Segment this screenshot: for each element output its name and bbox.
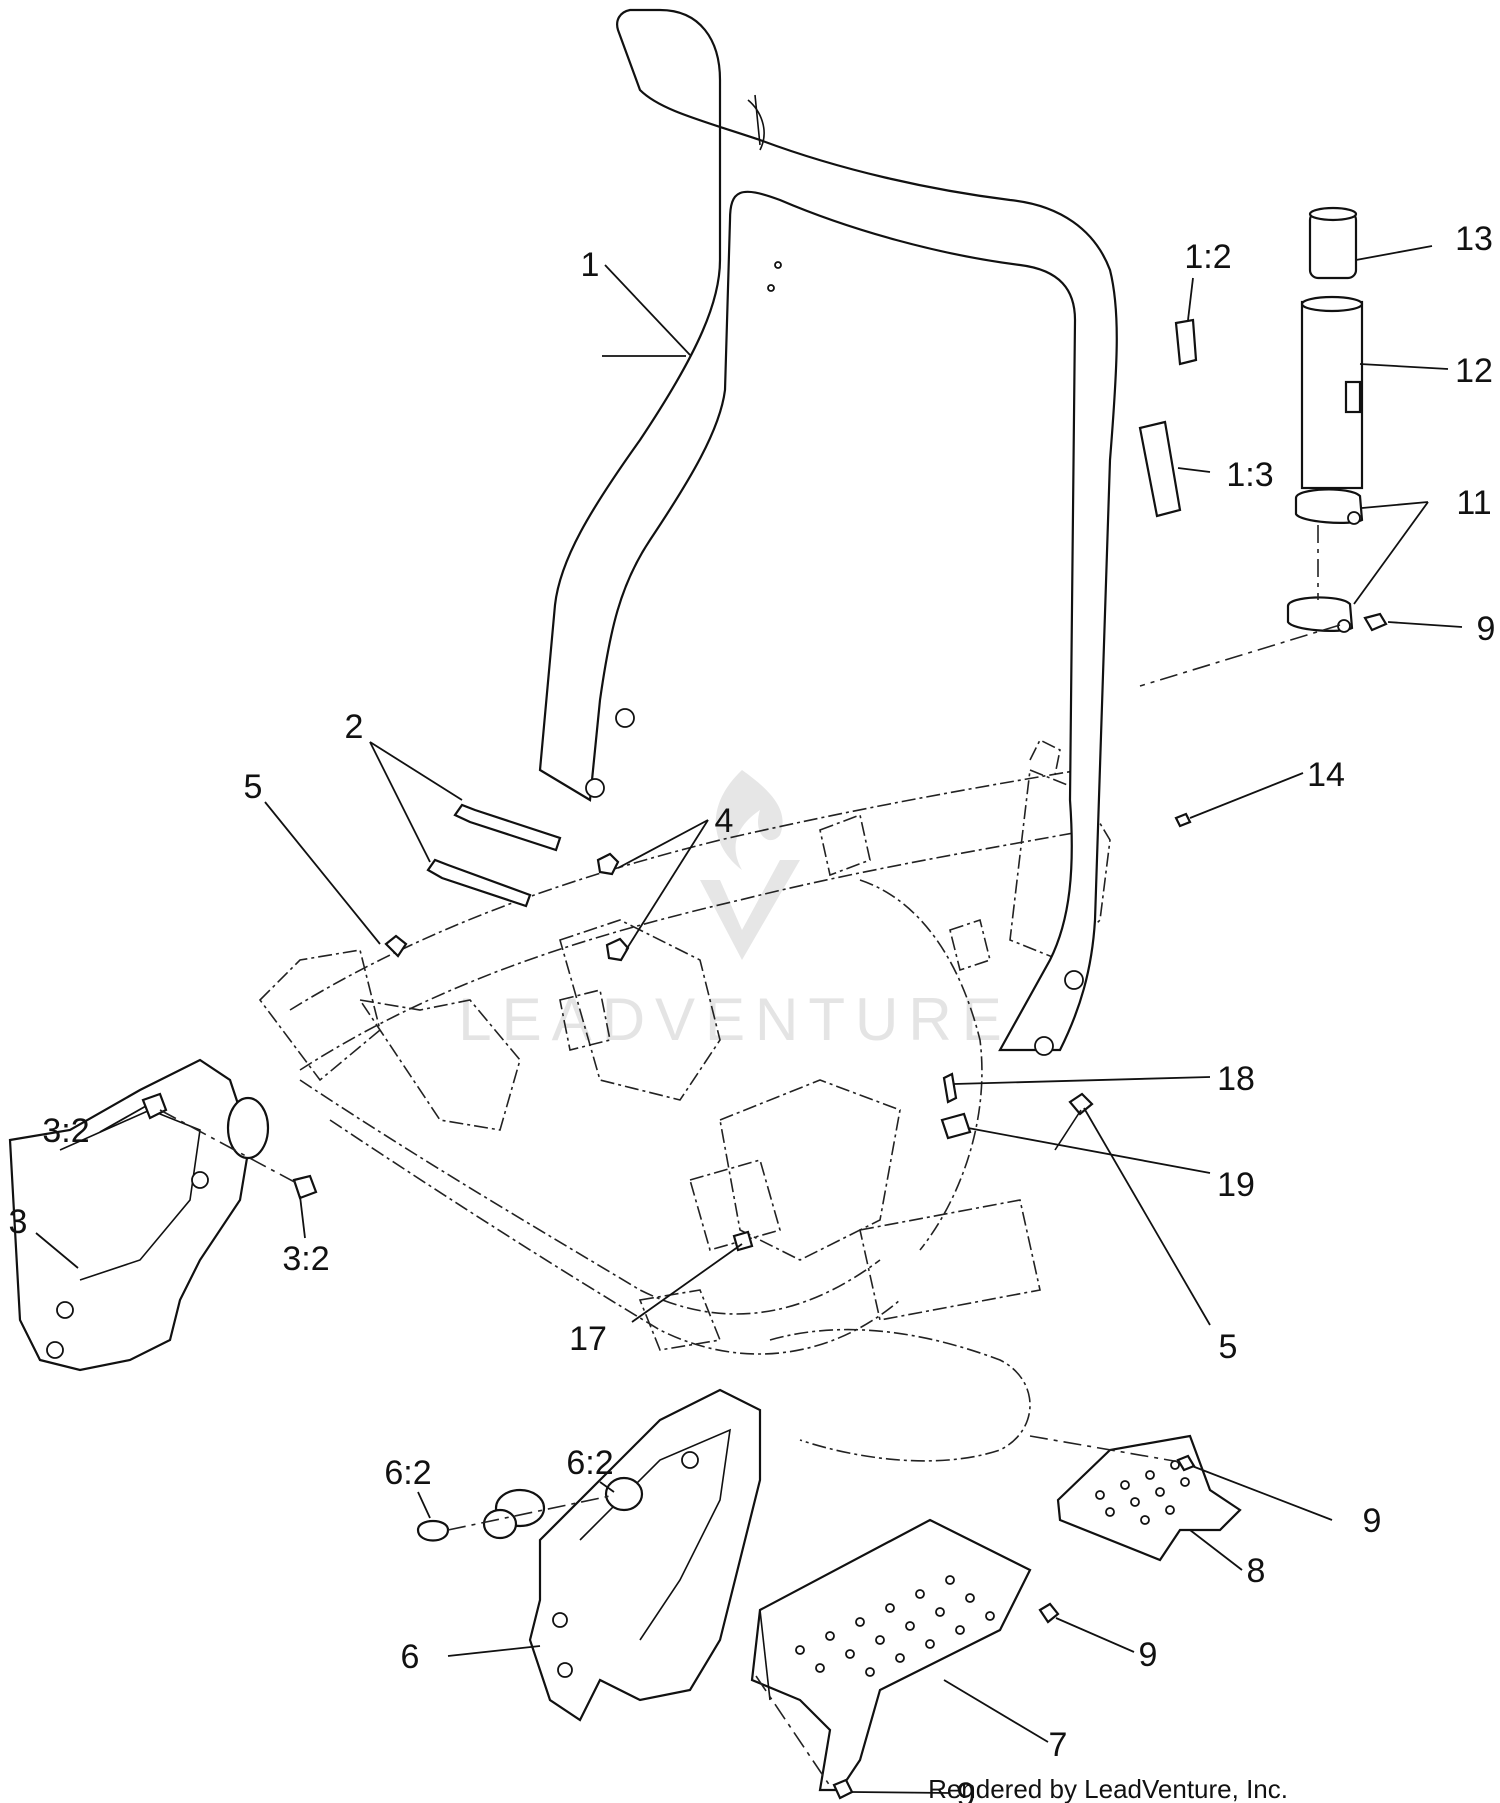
callout-9-bottom: 9 bbox=[957, 1776, 976, 1803]
watermark: LEADVENTURE bbox=[458, 770, 1011, 1053]
callout-6: 6 bbox=[401, 1638, 420, 1676]
screw-9-plate7 bbox=[1038, 1602, 1060, 1624]
callout-12: 12 bbox=[1455, 352, 1493, 390]
callout-3-2-lower: 3:2 bbox=[282, 1240, 329, 1278]
decal-1-3 bbox=[1138, 420, 1182, 518]
watermark-text: LEADVENTURE bbox=[458, 986, 1011, 1053]
callout-4: 4 bbox=[715, 802, 734, 840]
switch-19 bbox=[940, 1112, 972, 1140]
callout-3-2-upper: 3:2 bbox=[42, 1112, 89, 1150]
bracket-18 bbox=[942, 1072, 958, 1104]
callout-5-right: 5 bbox=[1219, 1328, 1238, 1366]
leadventure-flame-logo bbox=[700, 770, 800, 960]
bolt-5-right bbox=[1068, 1092, 1094, 1116]
callout-5-left: 5 bbox=[244, 768, 263, 806]
callout-labels: 1 1:2 1:3 2 3 3:2 3:2 4 5 5 6 6:2 6:2 7 … bbox=[9, 220, 1496, 1803]
step-plate-7 bbox=[750, 1518, 1060, 1800]
callout-9-plate7: 9 bbox=[1139, 1636, 1158, 1674]
render-credit: Rendered by LeadVenture, Inc. bbox=[928, 1774, 1288, 1803]
tube-strap-lower bbox=[1286, 596, 1354, 632]
callout-1: 1 bbox=[581, 246, 600, 284]
callout-6-2-left: 6:2 bbox=[384, 1454, 431, 1492]
bolt-5-left bbox=[384, 934, 408, 958]
tube-strap-upper bbox=[1294, 488, 1364, 524]
manual-tube-assembly bbox=[1139, 206, 1388, 687]
callout-18: 18 bbox=[1217, 1060, 1255, 1098]
callout-17: 17 bbox=[569, 1320, 607, 1358]
callout-1-2: 1:2 bbox=[1184, 238, 1231, 276]
nut-upper bbox=[596, 852, 620, 876]
callout-11: 11 bbox=[1456, 484, 1491, 522]
bolt-lower bbox=[426, 858, 532, 908]
leader-lines bbox=[35, 245, 1463, 1794]
callout-19: 19 bbox=[1217, 1166, 1255, 1204]
callout-6-2-right: 6:2 bbox=[566, 1444, 613, 1482]
chassis-frame bbox=[258, 738, 1111, 1462]
step-plate-8 bbox=[1029, 1434, 1242, 1562]
nut-lower bbox=[605, 937, 630, 962]
screw-9-bottom bbox=[832, 1778, 854, 1800]
callout-9-plate8: 9 bbox=[1363, 1502, 1382, 1540]
rops-hoop bbox=[538, 8, 1118, 1056]
callout-14: 14 bbox=[1307, 756, 1345, 794]
callout-3: 3 bbox=[9, 1203, 28, 1241]
bolts-and-nuts bbox=[384, 803, 1094, 1151]
bushing-3-2-upper bbox=[141, 1092, 168, 1120]
decal-1-2 bbox=[1174, 318, 1198, 366]
callout-7: 7 bbox=[1049, 1726, 1068, 1764]
callout-8: 8 bbox=[1247, 1552, 1266, 1590]
tube-nut bbox=[1363, 612, 1388, 632]
clip-14 bbox=[1174, 812, 1192, 828]
callout-9-strap: 9 bbox=[1477, 610, 1496, 648]
left-mount-bracket bbox=[8, 1058, 318, 1372]
callout-1-3: 1:3 bbox=[1226, 456, 1273, 494]
front-mount-bracket bbox=[416, 1388, 762, 1722]
bushing-6-2-left bbox=[416, 1519, 450, 1542]
tube-cap bbox=[1308, 210, 1358, 280]
bolt-upper bbox=[453, 803, 562, 852]
callout-2: 2 bbox=[345, 708, 364, 746]
bushing-3-2-lower bbox=[292, 1174, 318, 1200]
callout-13: 13 bbox=[1455, 220, 1493, 258]
